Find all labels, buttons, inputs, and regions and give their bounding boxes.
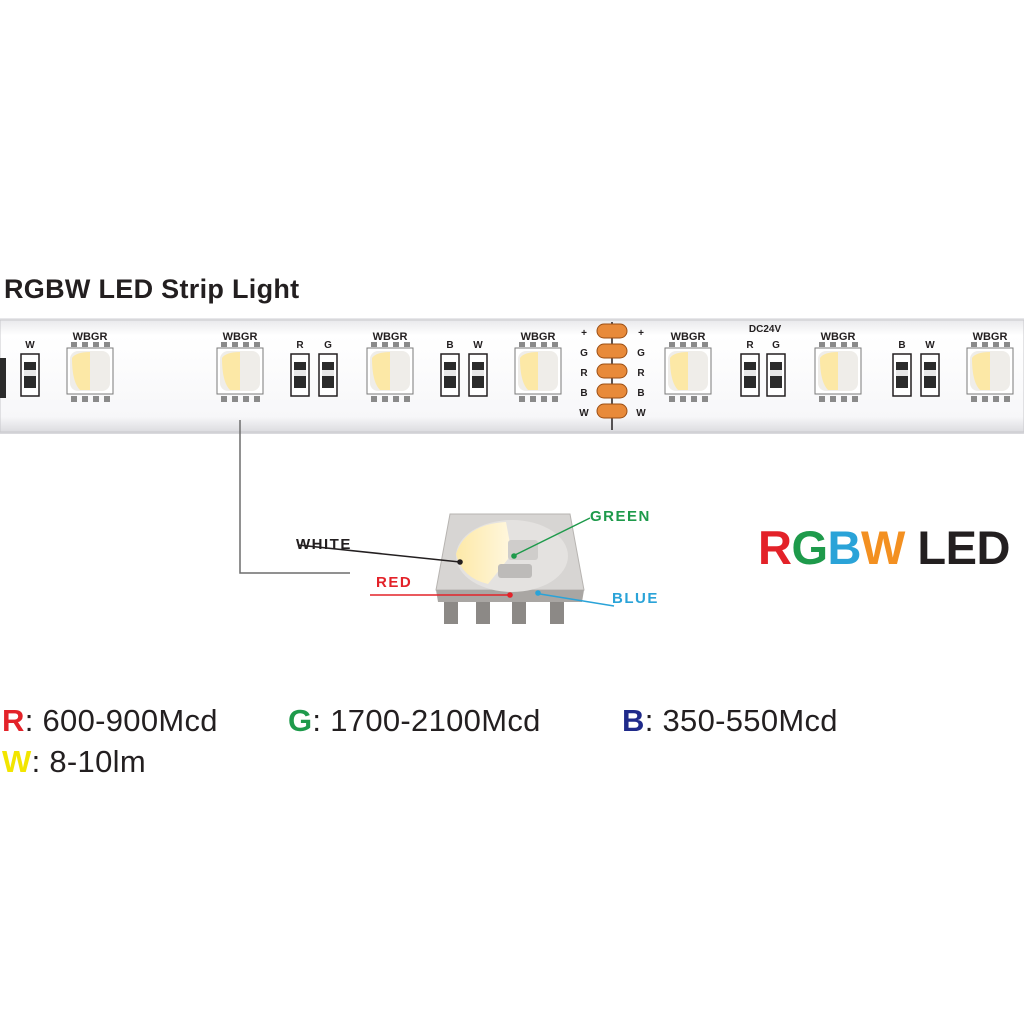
rgbw-led-logo: RGBW LED: [758, 524, 1010, 571]
spec-key: G: [288, 703, 313, 738]
led-label: WBGR: [223, 331, 258, 343]
spec-value: : 1700-2100Mcd: [312, 703, 541, 738]
smd-led-diagram: [239, 420, 615, 624]
spec-value: : 600-900Mcd: [24, 703, 218, 738]
leader-line: [239, 420, 350, 574]
resistor-label: W: [925, 340, 935, 351]
page-title: RGBW LED Strip Light: [4, 274, 300, 304]
pad-label: W: [579, 408, 589, 419]
logo-letter-r: R: [758, 521, 792, 574]
pad-label: W: [636, 408, 646, 419]
led-label: WBGR: [821, 331, 856, 343]
resistor-label: W: [473, 340, 483, 351]
resistor-label: G: [324, 340, 332, 351]
pad-label: +: [581, 328, 587, 339]
logo-letter-w: W: [860, 521, 905, 574]
resistor-label: B: [898, 340, 905, 351]
logo-rest: LED: [904, 521, 1010, 574]
solder-pad: [596, 343, 628, 359]
logo-letter-g: G: [791, 521, 828, 574]
pad-label: +: [638, 328, 644, 339]
pad-label: R: [637, 368, 645, 379]
logo-letter-b: B: [827, 521, 862, 574]
led-label: WBGR: [521, 331, 556, 343]
spec-value: : 350-550Mcd: [644, 703, 838, 738]
green-callout-label: GREEN: [590, 508, 651, 525]
resistor-label: R: [746, 340, 754, 351]
voltage-label: DC24V: [749, 324, 782, 335]
spec-blue: B: 350-550Mcd: [622, 703, 838, 739]
resistor-label: G: [772, 340, 780, 351]
resistor-label: R: [296, 340, 304, 351]
led-label: WBGR: [973, 331, 1008, 343]
white-callout-label: WHITE: [296, 536, 352, 553]
led-label: WBGR: [373, 331, 408, 343]
pad-label: R: [580, 368, 588, 379]
spec-value: : 8-10lm: [31, 744, 146, 779]
spec-red: R: 600-900Mcd: [2, 703, 218, 739]
spec-key: R: [2, 703, 25, 738]
spec-green: G: 1700-2100Mcd: [288, 703, 541, 739]
solder-pad: [596, 383, 628, 399]
solder-pad: [596, 403, 628, 419]
solder-pad: [596, 323, 628, 339]
pad-label: G: [580, 348, 588, 359]
blue-callout-label: BLUE: [612, 590, 659, 607]
resistor-label: B: [446, 340, 453, 351]
pad-label: G: [637, 348, 645, 359]
spec-white: W: 8-10lm: [2, 744, 146, 780]
led-label: WBGR: [73, 331, 108, 343]
solder-pad: [596, 363, 628, 379]
spec-key: W: [2, 744, 32, 779]
led-label: WBGR: [671, 331, 706, 343]
red-callout-label: RED: [376, 574, 413, 591]
spec-key: B: [622, 703, 645, 738]
resistor-label: W: [25, 340, 35, 351]
pad-label: B: [580, 388, 587, 399]
pad-label: B: [637, 388, 644, 399]
